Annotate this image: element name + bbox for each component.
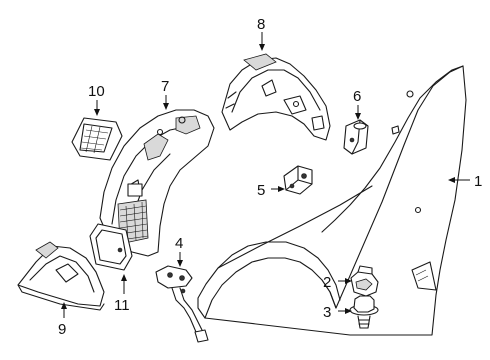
cover-panel-part [71,117,123,161]
callout-6: 6 [353,88,361,105]
clip-nut-part [350,265,379,297]
callout-11: 11 [114,297,130,314]
callout-1: 1 [474,173,482,190]
callout-2: 2 [323,274,331,291]
wheel-liner-rear-part [221,53,331,141]
bracket-part-6 [343,119,369,155]
bracket-part-4 [155,265,209,343]
callout-labels: 1 2 3 4 5 6 7 8 9 10 11 [58,16,482,338]
callout-3: 3 [323,304,331,321]
bolt-part [349,295,379,329]
callout-4: 4 [175,235,183,252]
callout-10: 10 [88,83,105,100]
fender-part [197,65,467,336]
callout-9: 9 [58,321,66,338]
leader-lines [61,32,470,318]
access-plate-part [89,223,133,271]
callout-5: 5 [257,182,265,199]
bracket-part-5 [283,165,313,195]
wheel-liner-front-part [99,109,215,257]
callout-8: 8 [257,16,265,33]
callout-7: 7 [161,78,169,95]
splash-shield-part [17,241,105,311]
